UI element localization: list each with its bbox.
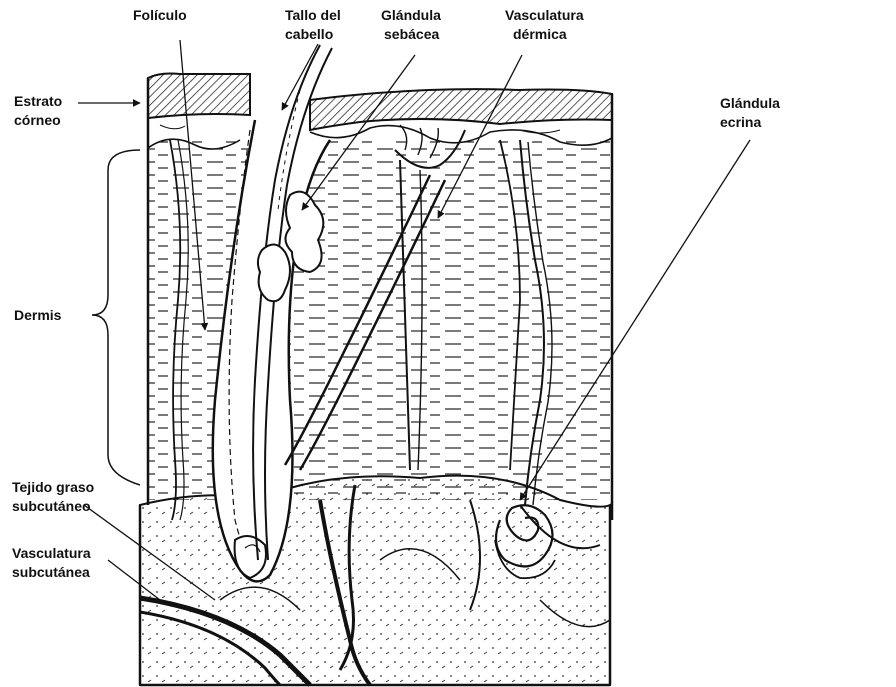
label-glandula-sebacea-line1: Glándula xyxy=(381,7,441,23)
label-vasc-sub-line1: Vasculatura xyxy=(12,545,91,561)
label-vasculatura-subcutanea: Vasculatura subcutánea xyxy=(12,545,91,580)
label-glandula-ecrina-line1: Glándula xyxy=(720,95,780,111)
label-tejido-graso: Tejido graso subcutáneo xyxy=(12,479,94,514)
label-dermis-text: Dermis xyxy=(14,307,62,323)
label-foliculo: Folículo xyxy=(133,7,187,23)
label-vasc-sub-line2: subcutánea xyxy=(12,564,90,580)
label-tejido-line1: Tejido graso xyxy=(12,479,94,495)
label-estrato-line2: córneo xyxy=(14,112,61,128)
dermis-brace xyxy=(92,150,140,485)
label-tallo: Tallo del cabello xyxy=(285,7,341,42)
label-tallo-line2: cabello xyxy=(285,26,333,42)
label-glandula-ecrina-line2: ecrina xyxy=(720,114,761,130)
label-vasculatura-dermica-line2: dérmica xyxy=(513,26,567,42)
label-glandula-sebacea: Glándula sebácea xyxy=(381,7,441,42)
stratum-corneum xyxy=(148,74,612,131)
label-glandula-ecrina: Glándula ecrina xyxy=(720,95,780,130)
label-estrato-line1: Estrato xyxy=(14,93,62,109)
label-tejido-line2: subcutáneo xyxy=(12,498,91,514)
subcutaneous-fat-layer xyxy=(140,476,610,685)
label-dermis: Dermis xyxy=(14,307,62,323)
label-vasculatura-dermica: Vasculatura dérmica xyxy=(505,7,584,42)
label-foliculo-text: Folículo xyxy=(133,7,187,23)
label-estrato-corneo: Estrato córneo xyxy=(14,93,62,128)
label-tallo-line1: Tallo del xyxy=(285,7,341,23)
label-vasculatura-dermica-line1: Vasculatura xyxy=(505,7,584,23)
label-glandula-sebacea-line2: sebácea xyxy=(384,26,439,42)
